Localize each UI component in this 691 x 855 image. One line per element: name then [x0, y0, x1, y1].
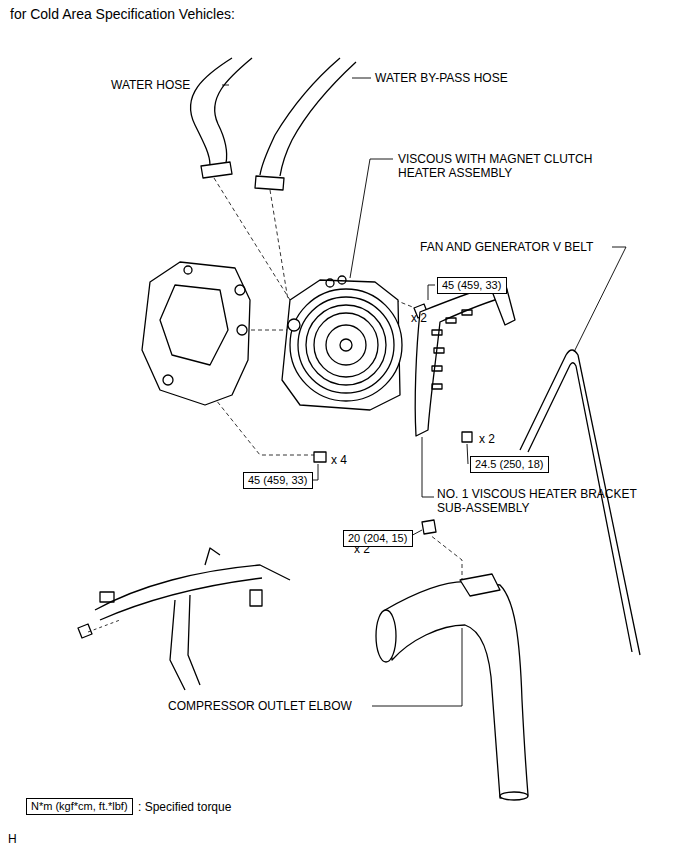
part-name: COMPRESSOR OUTLET ELBOW: [168, 699, 368, 713]
legend-sample-box: N*m (kgf*cm, ft.*lbf): [26, 798, 133, 815]
figure-code: H: [8, 832, 28, 846]
torque-box: 45 (459, 33): [243, 472, 313, 489]
leader-line: [574, 247, 626, 352]
legend-text: : Specified torque: [138, 800, 231, 814]
part-name: WATER HOSE: [111, 78, 221, 92]
torque-value: 24.5 (250, 18): [475, 458, 544, 471]
torque-box: 45 (459, 33): [437, 277, 507, 294]
torque-box: 24.5 (250, 18): [470, 456, 549, 473]
quantity-label: x 2: [479, 432, 509, 446]
leader-line: [467, 444, 468, 464]
torque-box: 20 (204, 15): [343, 530, 413, 547]
part-name: FAN AND GENERATOR V BELT: [420, 240, 620, 254]
part-name: VISCOUS WITH MAGNET CLUTCH HEATER ASSEMB…: [398, 152, 638, 180]
leader-line: [350, 159, 393, 278]
torque-value: 45 (459, 33): [248, 474, 308, 487]
quantity-label: x 4: [331, 453, 361, 467]
part-name: NO. 1 VISCOUS HEATER BRACKET SUB-ASSEMBL…: [437, 487, 652, 515]
leader-line: [428, 285, 435, 300]
quantity-label: x 2: [411, 311, 441, 325]
torque-value: 20 (204, 15): [348, 532, 408, 545]
leader-line: [352, 78, 371, 79]
leader-line: [222, 85, 229, 86]
leader-line: [372, 628, 462, 706]
part-name: WATER BY-PASS HOSE: [375, 71, 555, 85]
leader-line: [422, 437, 434, 497]
torque-value: 45 (459, 33): [442, 279, 502, 292]
torque-value: N*m (kgf*cm, ft.*lbf): [31, 800, 128, 813]
title: for Cold Area Specification Vehicles:: [10, 6, 235, 22]
